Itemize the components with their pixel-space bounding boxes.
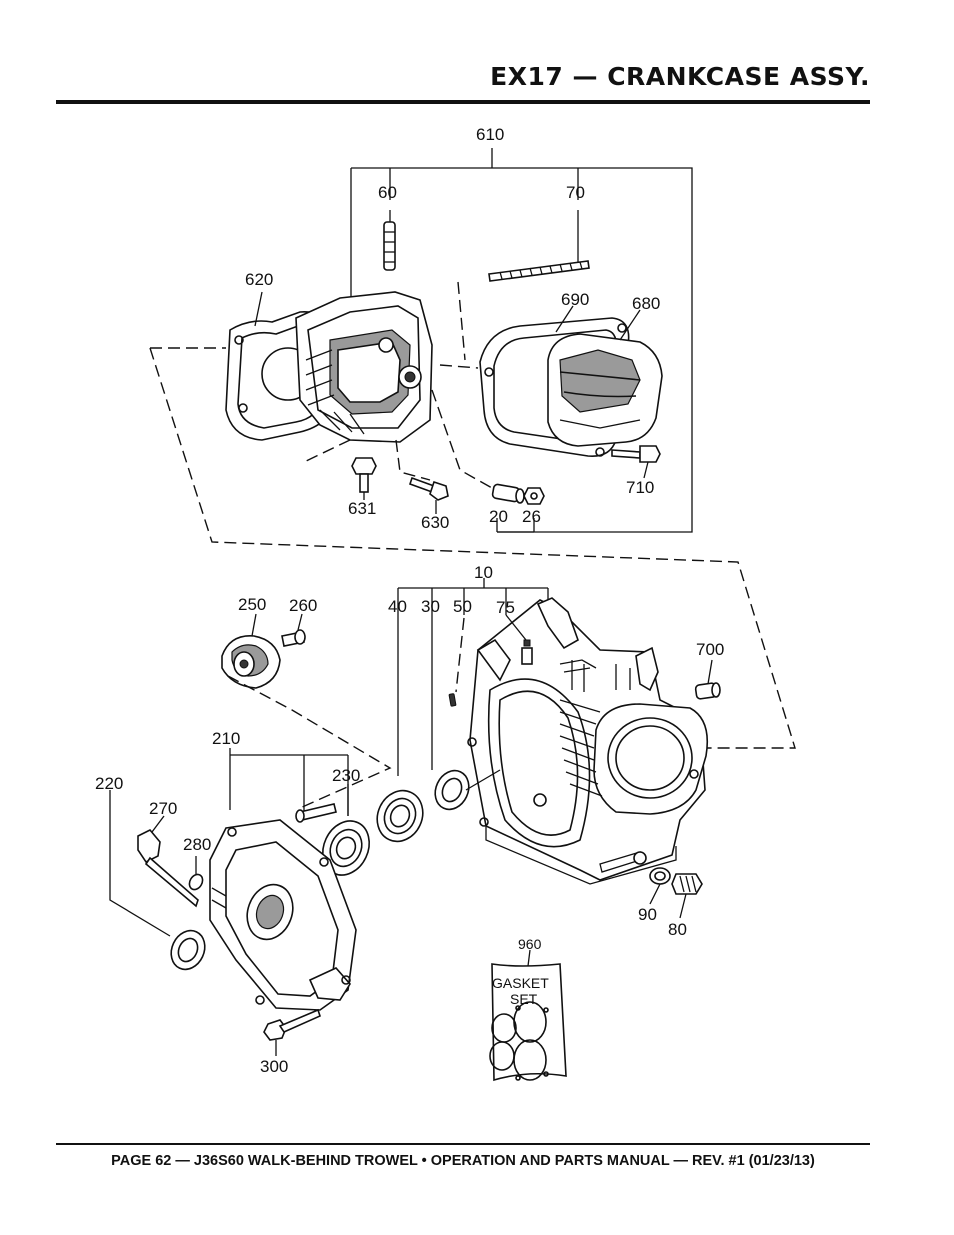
drain-plug-80 — [671, 873, 703, 895]
callout-300: 300 — [260, 1057, 288, 1076]
callout-710: 710 — [626, 478, 654, 497]
callout-220: 220 — [95, 774, 123, 793]
callout-90: 90 — [638, 905, 657, 924]
callout-280: 280 — [183, 835, 211, 854]
callout-70: 70 — [566, 183, 585, 202]
callout-690: 690 — [561, 290, 589, 309]
callout-40: 40 — [388, 597, 407, 616]
gasket-set-label-line1: GASKET — [492, 975, 549, 991]
callout-610: 610 — [476, 125, 504, 144]
bolt-630 — [408, 476, 436, 494]
dowel-50 — [448, 693, 457, 707]
callout-80: 80 — [668, 920, 687, 939]
callout-960: 960 — [518, 936, 542, 952]
gasket-set-960 — [489, 949, 567, 1082]
washer-90 — [649, 867, 671, 885]
bolt-710 — [611, 449, 641, 459]
callout-210: 210 — [212, 729, 240, 748]
callout-230: 230 — [332, 766, 360, 785]
bolt-70 — [488, 260, 590, 282]
o-ring-280 — [188, 873, 204, 891]
callout-680: 680 — [632, 294, 660, 313]
callout-20: 20 — [489, 507, 508, 526]
callout-30: 30 — [421, 597, 440, 616]
nut-26 — [523, 487, 545, 505]
gasket-set-label-line2: SET — [510, 991, 538, 1007]
header-rule — [56, 100, 870, 104]
callout-700: 700 — [696, 640, 724, 659]
callout-75: 75 — [496, 598, 515, 617]
callout-631: 631 — [348, 499, 376, 518]
page-footer: PAGE 62 — J36S60 WALK-BEHIND TROWEL • OP… — [111, 1153, 815, 1169]
callout-260: 260 — [289, 596, 317, 615]
dipstick-270 — [137, 829, 161, 864]
pin-75 — [523, 639, 531, 647]
crankcase-group — [376, 578, 721, 919]
page-title: EX17 — CRANKCASE ASSY. — [490, 62, 870, 91]
oil-seal-30 — [434, 769, 470, 811]
dashed-frame-upper — [149, 347, 796, 749]
callout-250: 250 — [238, 595, 266, 614]
callout-50: 50 — [453, 597, 472, 616]
footer-rule — [56, 1143, 870, 1145]
oil-seal-220 — [170, 929, 206, 971]
callout-620: 620 — [245, 270, 273, 289]
callout-10: 10 — [474, 563, 493, 582]
stud-60 — [383, 221, 396, 271]
bearing-40 — [376, 789, 424, 843]
cylinder-head-group — [225, 148, 693, 533]
crankcase-cover-group — [109, 613, 392, 1056]
callout-60: 60 — [378, 183, 397, 202]
callout-26: 26 — [522, 507, 541, 526]
bolt-631 — [351, 457, 377, 475]
callout-630: 630 — [421, 513, 449, 532]
callout-270: 270 — [149, 799, 177, 818]
